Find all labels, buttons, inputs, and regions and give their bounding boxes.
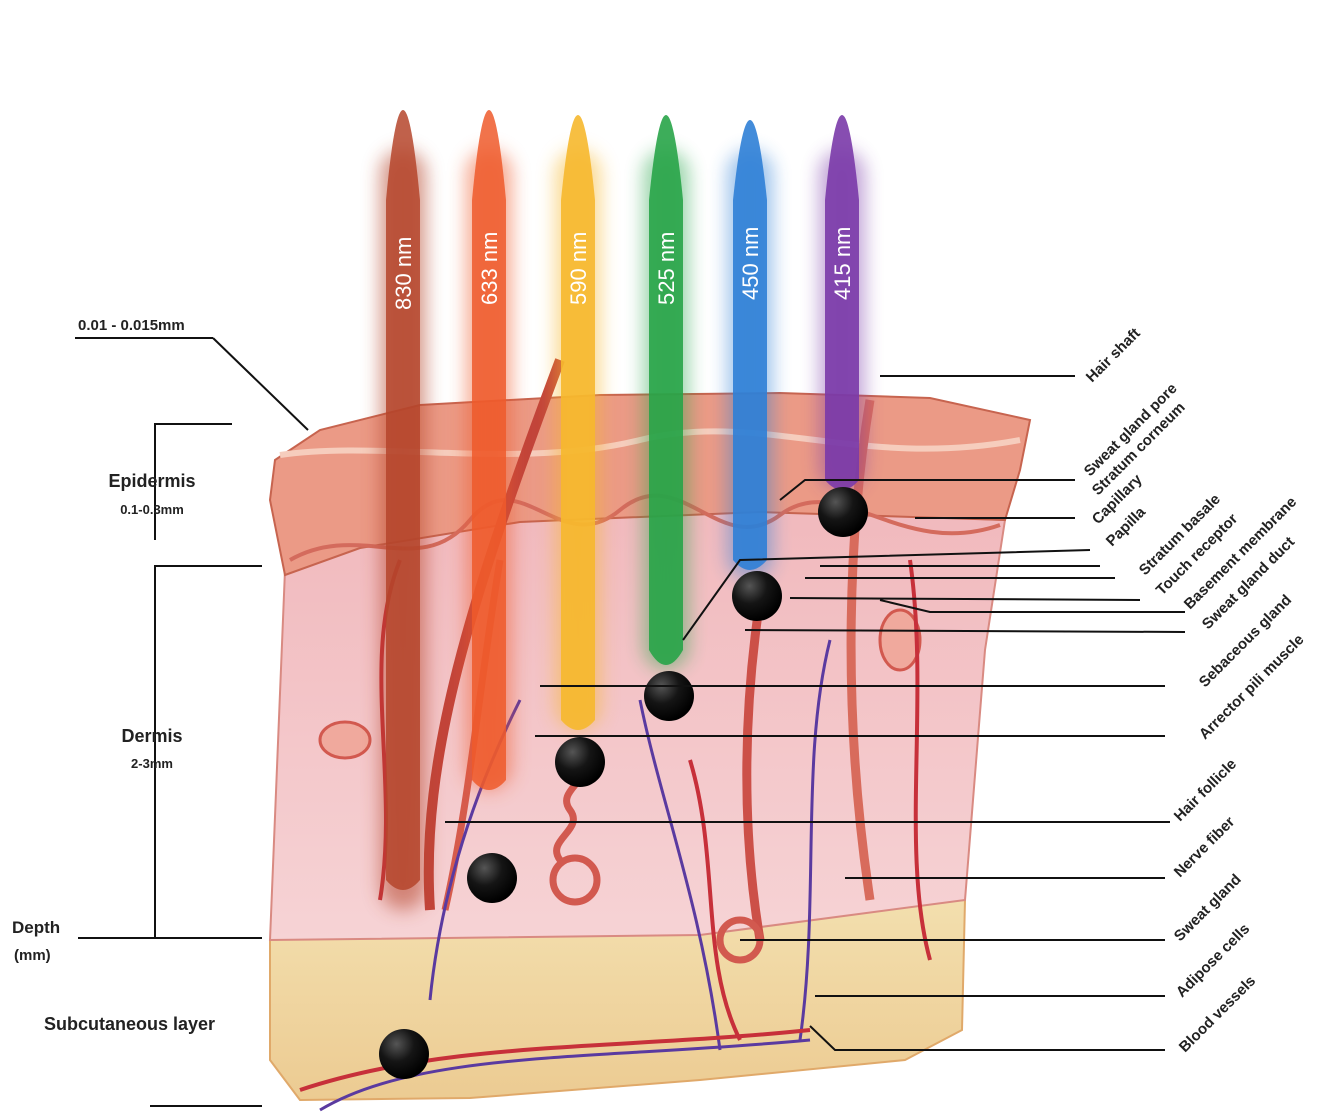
marker-525nm bbox=[644, 671, 694, 721]
label-hair-shaft: Hair shaft bbox=[1083, 325, 1144, 386]
label-arrector-pili-muscle: Arrector pili muscle bbox=[1196, 631, 1308, 743]
beam-450nm: 450 nm bbox=[727, 120, 773, 580]
label-hair-follicle: Hair follicle bbox=[1171, 756, 1240, 825]
beam-label: 450 nm bbox=[738, 227, 763, 300]
dermis-label: Dermis bbox=[121, 726, 182, 746]
depth-label: Depth bbox=[12, 918, 60, 937]
surface-thickness-label: 0.01 - 0.015mm bbox=[78, 317, 185, 334]
beam-label: 830 nm bbox=[391, 237, 416, 310]
structure-labels: Hair shaft Sweat gland pore Stratum corn… bbox=[1081, 325, 1308, 1056]
marker-415nm bbox=[818, 487, 868, 537]
beam-label: 590 nm bbox=[566, 232, 591, 305]
beam-525nm: 525 nm bbox=[643, 115, 689, 670]
marker-830nm bbox=[379, 1029, 429, 1079]
beam-label: 415 nm bbox=[830, 227, 855, 300]
beam-633nm: 633 nm bbox=[466, 110, 512, 790]
marker-450nm bbox=[732, 571, 782, 621]
dermis-bracket bbox=[155, 566, 262, 938]
left-annotations: 0.01 - 0.015mm Epidermis 0.1-0.3mm Dermi… bbox=[12, 317, 308, 1106]
beam-label: 525 nm bbox=[654, 232, 679, 305]
subcutaneous-label: Subcutaneous layer bbox=[44, 1014, 215, 1034]
dermis-depth-label: 2-3mm bbox=[131, 756, 173, 771]
depth-unit-label: (mm) bbox=[14, 947, 51, 964]
beam-label: 633 nm bbox=[477, 232, 502, 305]
marker-633nm bbox=[467, 853, 517, 903]
epidermis-depth-label: 0.1-0.3mm bbox=[120, 502, 184, 517]
beam-415nm: 415 nm bbox=[819, 115, 865, 490]
epidermis-label: Epidermis bbox=[108, 471, 195, 491]
label-sebaceous-gland: Sebaceous gland bbox=[1196, 592, 1295, 691]
beam-590nm: 590 nm bbox=[555, 115, 601, 730]
beam-830nm: 830 nm bbox=[380, 110, 426, 910]
marker-590nm bbox=[555, 737, 605, 787]
